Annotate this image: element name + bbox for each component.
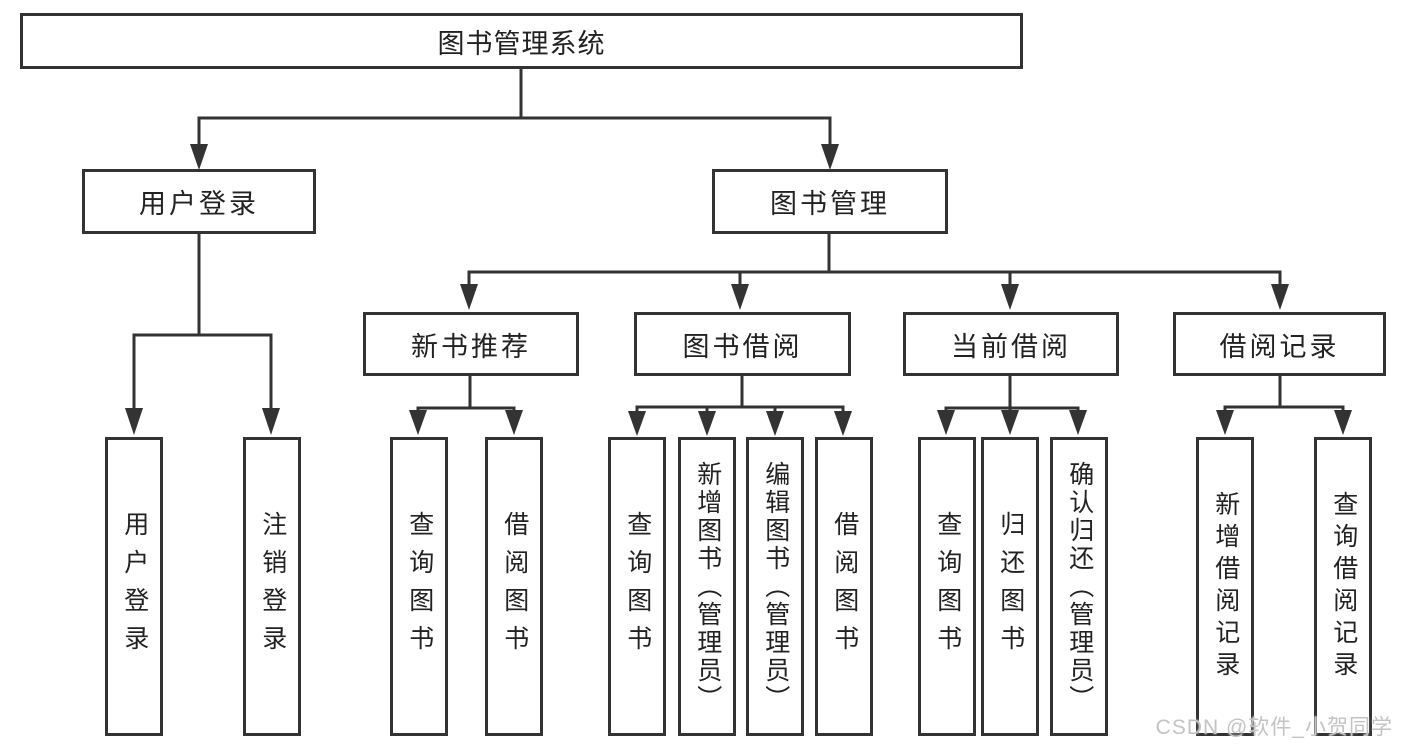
leaf-borrow-borrow-books: 借阅图书 [815, 437, 873, 736]
node-new-book-recommend-label: 新书推荐 [411, 331, 531, 362]
leaf-records-add-borrow-record-label: 新增借阅记录 [1211, 490, 1240, 683]
node-borrow-records-label: 借阅记录 [1219, 331, 1340, 362]
leaf-recommend-borrow-books: 借阅图书 [485, 437, 543, 736]
leaf-borrow-query-books-label: 查询图书 [623, 510, 652, 663]
leaf-borrow-edit-books-admin-label: 编辑图书（管理员） [761, 460, 790, 713]
node-book-borrow: 图书借阅 [634, 312, 851, 376]
node-user-login: 用户登录 [82, 169, 316, 234]
node-borrow-records: 借阅记录 [1173, 312, 1386, 376]
node-book-management-label: 图书管理 [770, 189, 890, 219]
leaf-borrow-borrow-books-label: 借阅图书 [830, 510, 859, 663]
leaf-current-query-books: 查询图书 [918, 437, 976, 736]
leaf-user-login: 用户登录 [105, 437, 163, 736]
leaf-logout-label: 注销登录 [258, 510, 287, 663]
node-book-management: 图书管理 [712, 169, 948, 234]
leaf-recommend-borrow-books-label: 借阅图书 [500, 510, 529, 663]
leaf-current-return-books-label: 归还图书 [996, 510, 1025, 663]
node-user-login-label: 用户登录 [139, 189, 259, 219]
leaf-records-add-borrow-record: 新增借阅记录 [1196, 437, 1254, 736]
leaf-current-confirm-return-admin: 确认归还（管理员） [1050, 437, 1108, 736]
leaf-records-query-borrow-record-label: 查询借阅记录 [1329, 490, 1358, 683]
node-current-borrow: 当前借阅 [903, 312, 1119, 376]
leaf-user-login-label: 用户登录 [120, 510, 149, 663]
node-new-book-recommend: 新书推荐 [363, 312, 579, 376]
leaf-recommend-query-books: 查询图书 [390, 437, 448, 736]
leaf-logout: 注销登录 [243, 437, 301, 736]
leaf-current-return-books: 归还图书 [981, 437, 1039, 736]
csdn-watermark: CSDN @软件_小贺同学 [1155, 716, 1393, 739]
leaf-borrow-add-books-admin-label: 新增图书（管理员） [693, 460, 722, 713]
leaf-borrow-add-books-admin: 新增图书（管理员） [678, 437, 736, 736]
node-book-borrow-label: 图书借阅 [682, 331, 803, 362]
leaf-current-query-books-label: 查询图书 [933, 510, 962, 663]
node-root-label: 图书管理系统 [437, 28, 606, 59]
leaf-borrow-edit-books-admin: 编辑图书（管理员） [746, 437, 804, 736]
leaf-records-query-borrow-record: 查询借阅记录 [1314, 437, 1372, 736]
leaf-current-confirm-return-admin-label: 确认归还（管理员） [1065, 460, 1094, 713]
leaf-borrow-query-books: 查询图书 [608, 437, 666, 736]
leaf-recommend-query-books-label: 查询图书 [405, 510, 434, 663]
node-root-library-management-system: 图书管理系统 [20, 13, 1023, 69]
node-current-borrow-label: 当前借阅 [951, 331, 1071, 362]
